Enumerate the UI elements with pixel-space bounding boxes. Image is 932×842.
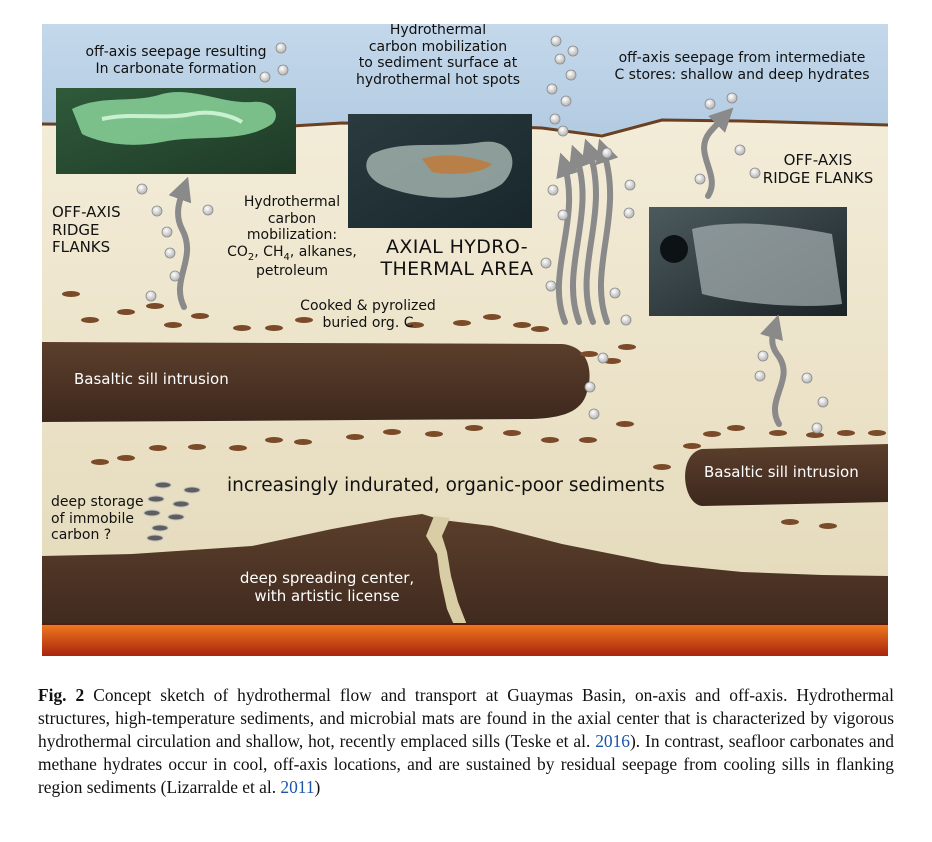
concept-sketch: off-axis seepage resulting In carbonate … xyxy=(42,24,888,656)
label-seepage-left: off-axis seepage resulting In carbonate … xyxy=(85,44,267,77)
label-hydrothermal-mobilization: Hydrothermal carbon mobilization: CO2, C… xyxy=(227,194,357,280)
photo-hydrate xyxy=(649,207,847,316)
label-cooked-carbon: Cooked & pyrolized buried org. C xyxy=(300,298,436,331)
label-spreading-center: deep spreading center, with artistic lic… xyxy=(239,569,415,605)
citation-link-lizarralde[interactable]: 2011 xyxy=(280,776,315,797)
caption-text-3: ) xyxy=(314,776,321,797)
label-flanks-left: OFF-AXIS RIDGE FLANKS xyxy=(52,203,121,257)
photo-hydrothermal-mat xyxy=(348,114,532,228)
caption-text-1: Concept sketch of hydrothermal flow and … xyxy=(38,685,894,751)
label-deep-storage: deep storage of immobile carbon ? xyxy=(51,494,144,544)
seepage-arrows xyxy=(168,107,787,427)
label-hydrothermal-surface: Hydrothermal carbon mobilization to sedi… xyxy=(355,24,520,88)
label-axial-area: AXIAL HYDRO- THERMAL AREA xyxy=(380,236,534,281)
label-flanks-right: OFF-AXIS RIDGE FLANKS xyxy=(762,151,874,187)
sketch-illustration xyxy=(42,24,888,656)
immobile-carbon-lenses xyxy=(143,481,201,542)
label-indurated-sediments: increasingly indurated, organic-poor sed… xyxy=(227,475,665,496)
figure-number: Fig. 2 xyxy=(38,685,85,705)
caption-text-2: ). In contrast, seafloor carbonates and … xyxy=(38,730,895,797)
magma-fissure xyxy=(426,516,467,625)
deep-rock xyxy=(42,514,888,636)
label-sill-right: Basaltic sill intrusion xyxy=(704,463,859,481)
label-sill-left: Basaltic sill intrusion xyxy=(74,370,229,388)
label-seepage-right: off-axis seepage from intermediate C sto… xyxy=(614,50,870,83)
magma-chamber xyxy=(42,624,888,656)
photo-carbonate xyxy=(56,88,296,174)
carbon-lenses xyxy=(62,291,886,529)
gas-bubbles xyxy=(136,35,829,434)
figure-caption: Fig. 2 Concept sketch of hydrothermal fl… xyxy=(38,684,894,799)
basaltic-sill-right xyxy=(685,444,888,506)
citation-link-teske[interactable]: 2016 xyxy=(595,730,630,751)
basaltic-sill-left xyxy=(42,342,590,422)
